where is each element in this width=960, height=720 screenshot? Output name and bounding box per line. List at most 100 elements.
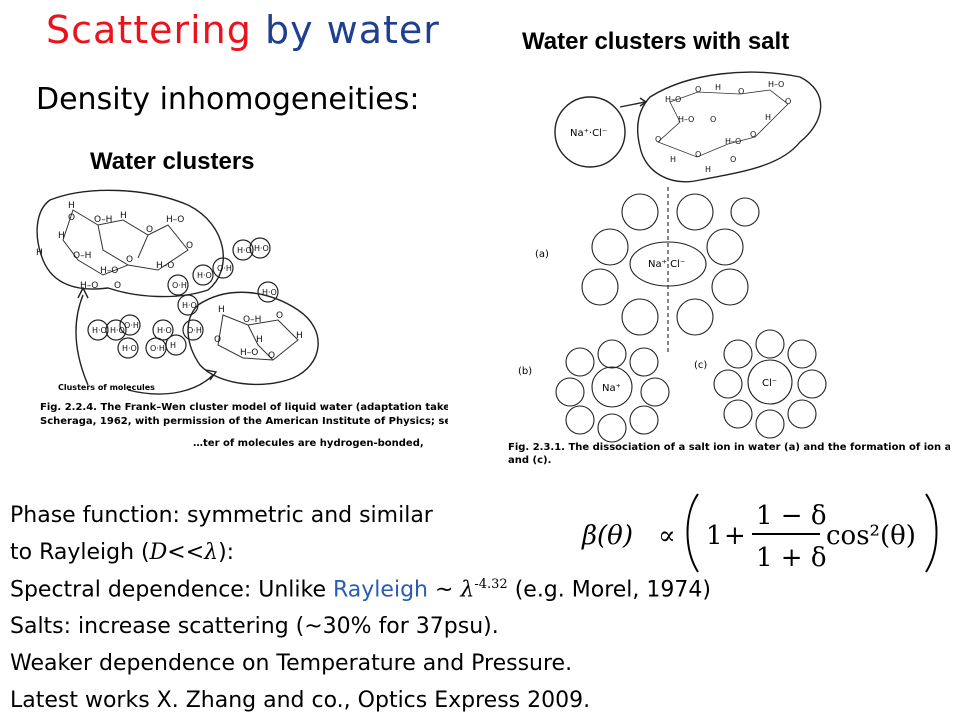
svg-text:H: H xyxy=(68,201,75,211)
text-rayleigh-math: D<<λ xyxy=(149,540,219,565)
text-spectral-dependence: Spectral dependence: Unlike Rayleigh ~ λ… xyxy=(10,577,711,602)
svg-text:O·H: O·H xyxy=(217,264,232,273)
panel-a-label: (a) xyxy=(535,249,549,260)
svg-text:O–H: O–H xyxy=(94,215,112,225)
svg-text:O: O xyxy=(114,281,121,291)
molecule xyxy=(212,257,234,279)
svg-text:O: O xyxy=(186,241,193,251)
label-water-clusters: Water clusters xyxy=(90,148,255,175)
svg-text:H–O: H–O xyxy=(80,281,98,291)
large-cluster-outline xyxy=(637,71,822,183)
text-salts: Salts: increase scattering (~30% for 37p… xyxy=(10,614,499,639)
svg-text:O·H: O·H xyxy=(187,326,202,335)
svg-text:H·O: H·O xyxy=(262,288,277,297)
svg-text:H·O: H·O xyxy=(197,271,212,280)
na-cl-pair: Na⁺ Cl⁻ xyxy=(648,259,685,270)
salt-arrow xyxy=(619,101,646,108)
svg-text:H·O: H·O xyxy=(122,344,137,353)
svg-text:H–O: H–O xyxy=(166,215,184,225)
formula-denominator: 1 + δ xyxy=(756,543,827,573)
right-caption-line1: Fig. 2.3.1. The dissociation of a salt i… xyxy=(508,442,950,453)
svg-text:H·O: H·O xyxy=(110,326,125,335)
svg-text:O: O xyxy=(738,87,744,96)
svg-text:O: O xyxy=(276,311,283,321)
label-water-clusters-with-salt: Water clusters with salt xyxy=(522,28,790,55)
svg-text:H–O: H–O xyxy=(156,261,174,271)
svg-text:H·O: H·O xyxy=(92,326,107,335)
svg-text:O: O xyxy=(126,255,133,265)
svg-text:H·O: H·O xyxy=(254,244,269,253)
svg-text:O·H: O·H xyxy=(172,281,187,290)
formula-cos: cos²(θ) xyxy=(826,521,916,551)
text-rayleigh-condition: to Rayleigh (D<<λ): xyxy=(10,540,234,565)
formula-numerator: 1 − δ xyxy=(756,501,827,531)
molecule xyxy=(249,237,271,259)
text-rayleigh-pre: to Rayleigh ( xyxy=(10,540,150,565)
svg-text:O–H: O–H xyxy=(243,315,261,325)
svg-text:O: O xyxy=(655,135,661,144)
formula-prop: ∝ xyxy=(658,521,676,551)
title-word-scattering: Scattering xyxy=(46,8,252,52)
svg-text:H: H xyxy=(170,341,176,350)
text-lambda: λ xyxy=(460,577,475,603)
text-spectral-pre: Spectral dependence: Unlike xyxy=(10,577,333,603)
svg-text:H: H xyxy=(58,231,65,241)
cluster-arrow-2 xyxy=(127,374,214,395)
molecule xyxy=(232,239,254,261)
text-spectral-post: (e.g. Morel, 1974) xyxy=(507,577,711,603)
svg-text:O: O xyxy=(710,115,716,124)
molecule xyxy=(192,264,214,286)
svg-text:H: H xyxy=(36,248,43,258)
svg-text:H: H xyxy=(765,113,771,122)
svg-text:H–O: H–O xyxy=(240,348,258,358)
nacl-ion-pair-circle xyxy=(554,96,626,168)
svg-text:H–O: H–O xyxy=(100,266,118,276)
svg-text:H: H xyxy=(670,155,676,164)
svg-text:H: H xyxy=(218,305,225,315)
svg-text:H: H xyxy=(120,211,127,221)
slide-title: Scattering by water xyxy=(46,8,440,52)
svg-text:H: H xyxy=(705,165,711,174)
cl-ion-label: Cl⁻ xyxy=(762,378,777,389)
left-caption-line2: Scheraga, 1962, with permission of the A… xyxy=(40,416,448,427)
svg-text:O: O xyxy=(268,351,275,361)
text-rayleigh-word: Rayleigh xyxy=(333,577,428,603)
phase-function-formula: β(θ) ∝ 1 + 1 − δ 1 + δ cos²(θ) xyxy=(581,493,938,573)
svg-text:H: H xyxy=(256,335,263,345)
molecule xyxy=(87,319,109,341)
svg-text:H–O: H–O xyxy=(768,80,784,89)
text-tilde: ~ xyxy=(427,577,461,603)
nacl-label: Na⁺·Cl⁻ xyxy=(570,128,607,139)
right-caption-line2: and (c). xyxy=(508,455,551,466)
svg-text:O: O xyxy=(146,225,153,235)
svg-text:H: H xyxy=(715,83,721,92)
svg-text:O: O xyxy=(68,213,75,223)
svg-text:O·H: O·H xyxy=(124,321,139,330)
svg-text:O: O xyxy=(730,155,736,164)
svg-text:O: O xyxy=(695,85,701,94)
molecule xyxy=(167,274,189,296)
svg-text:H·O: H·O xyxy=(182,301,197,310)
text-exponent: -4.32 xyxy=(474,577,508,592)
svg-text:O–H: O–H xyxy=(73,251,91,261)
molecule xyxy=(182,319,204,341)
svg-text:H–O: H–O xyxy=(678,115,694,124)
svg-text:O: O xyxy=(785,97,791,106)
text-temperature-pressure: Weaker dependence on Temperature and Pre… xyxy=(10,651,573,676)
text-latest-works: Latest works X. Zhang and co., Optics Ex… xyxy=(10,688,591,713)
svg-text:O: O xyxy=(695,150,701,159)
molecule xyxy=(257,281,279,303)
subtitle: Density inhomogeneities: xyxy=(36,82,420,117)
text-rayleigh-post: ): xyxy=(218,540,235,565)
text-phase-function: Phase function: symmetric and similar xyxy=(10,503,433,528)
svg-text:H–O: H–O xyxy=(665,95,681,104)
molecule xyxy=(152,319,174,341)
left-caption-line1: Fig. 2.2.4. The Frank–Wen cluster model … xyxy=(40,402,448,413)
clusters-annotation: Clusters of molecules xyxy=(58,383,155,392)
na-ion-label: Na⁺ xyxy=(602,383,621,394)
svg-text:H–O: H–O xyxy=(725,137,741,146)
molecule xyxy=(105,319,127,341)
svg-text:O: O xyxy=(750,130,756,139)
